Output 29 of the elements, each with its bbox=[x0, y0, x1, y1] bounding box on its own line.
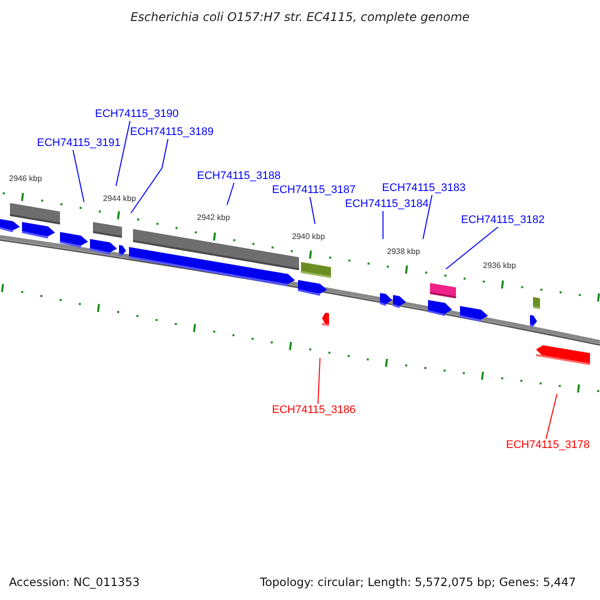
gene-label: ECH74115_3186 bbox=[272, 404, 356, 417]
gene-label: ECH74115_3190 bbox=[95, 108, 179, 121]
gene-label: ECH74115_3187 bbox=[272, 184, 356, 197]
accession-text: Accession: NC_011353 bbox=[9, 576, 140, 589]
tick-label: 2940 kbp bbox=[292, 232, 325, 242]
leader-line bbox=[226, 182, 234, 206]
tick-label: 2938 kbp bbox=[387, 247, 420, 257]
gene-label: ECH74115_3188 bbox=[197, 170, 281, 183]
leader-line bbox=[546, 394, 558, 440]
leader-line bbox=[310, 196, 316, 224]
gene-label: ECH74115_3184 bbox=[345, 198, 429, 211]
tick-label: 2942 kbp bbox=[197, 213, 230, 223]
leader-line bbox=[446, 226, 498, 270]
map-title: Escherichia coli O157:H7 str. EC4115, complete genome bbox=[129, 11, 471, 24]
tick-label: 2946 kbp bbox=[9, 174, 42, 184]
gene-label: ECH74115_3191 bbox=[37, 137, 121, 150]
tick-label: 2944 kbp bbox=[103, 194, 136, 204]
gene-label: ECH74115_3189 bbox=[130, 126, 214, 139]
leader-line bbox=[318, 358, 320, 404]
leader-line bbox=[382, 210, 384, 240]
gene-label: ECH74115_3182 bbox=[461, 214, 545, 227]
leader-line bbox=[422, 194, 432, 240]
genome-info-text: Topology: circular; Length: 5,572,075 bp; Genes: 5,447 bbox=[260, 576, 576, 589]
leader-line bbox=[116, 120, 130, 186]
gene-label: ECH74115_3183 bbox=[382, 182, 466, 195]
tick-label: 2936 kbp bbox=[483, 261, 516, 271]
leader-line bbox=[72, 150, 84, 202]
leader-line bbox=[130, 138, 168, 214]
gene-label: ECH74115_3178 bbox=[506, 439, 590, 452]
